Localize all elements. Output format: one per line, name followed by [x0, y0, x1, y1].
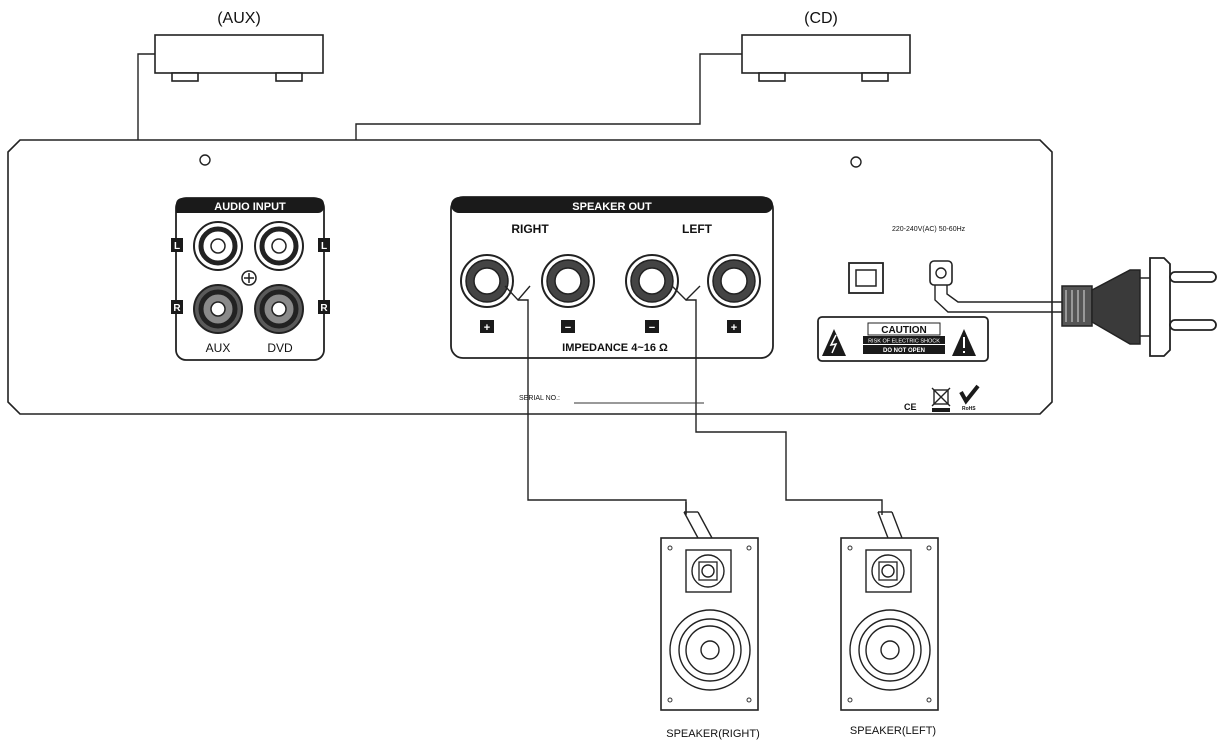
- aux-left-jack[interactable]: [193, 221, 243, 271]
- caution-title: CAUTION: [881, 325, 927, 336]
- cd-device-label: (CD): [804, 10, 838, 27]
- rohs-mark: RoHS: [962, 406, 976, 412]
- right-positive-terminal[interactable]: [460, 254, 514, 308]
- left-marker-aux: L: [174, 241, 180, 252]
- right-marker-aux: R: [173, 303, 181, 314]
- right-woofer-icon: [669, 609, 751, 691]
- dvd-input-label: DVD: [267, 341, 293, 355]
- right-tweeter-icon: [685, 549, 732, 593]
- left-plus-marker: +: [731, 322, 737, 334]
- dvd-right-jack[interactable]: [254, 284, 304, 334]
- audio-input-title: AUDIO INPUT: [214, 201, 286, 213]
- right-marker-dvd: R: [320, 303, 328, 314]
- left-tweeter-icon: [865, 549, 912, 593]
- serial-number-area: SERIAL NO.:: [519, 395, 704, 404]
- left-negative-terminal[interactable]: [625, 254, 679, 308]
- speaker-right-label: RIGHT: [511, 222, 549, 236]
- power-plug-icon: [1061, 257, 1217, 357]
- impedance-label: IMPEDANCE 4~16 Ω: [562, 342, 668, 354]
- right-minus-marker: −: [565, 322, 571, 334]
- speaker-left-label: LEFT: [682, 222, 713, 236]
- speaker-out-block: SPEAKER OUT RIGHT LEFT + − −: [450, 196, 774, 359]
- exclamation-warning-icon: [952, 329, 976, 356]
- right-speaker-label: SPEAKER(RIGHT): [666, 728, 760, 740]
- right-negative-terminal[interactable]: [541, 254, 595, 308]
- rohs-check-icon: [959, 384, 980, 405]
- electric-shock-warning-icon: [822, 329, 846, 356]
- power-area: 220-240V(AC) 50-60Hz: [848, 226, 1217, 357]
- aux-device-label: (AUX): [217, 10, 261, 27]
- certification-marks: CE RoHS: [904, 384, 980, 412]
- weee-bin-icon: [931, 387, 951, 412]
- left-speaker-label: SPEAKER(LEFT): [850, 725, 936, 737]
- power-cord-socket: [929, 260, 953, 286]
- left-minus-marker: −: [649, 322, 655, 334]
- aux-device: (AUX): [154, 10, 324, 82]
- left-woofer-icon: [849, 609, 931, 691]
- serial-label: SERIAL NO.:: [519, 395, 560, 402]
- audio-input-block: AUDIO INPUT L L R R: [171, 197, 330, 361]
- speaker-wires: [504, 285, 903, 539]
- left-marker-dvd: L: [321, 241, 327, 252]
- ce-mark: CE: [904, 402, 917, 412]
- power-switch[interactable]: [848, 262, 884, 294]
- left-positive-terminal[interactable]: [707, 254, 761, 308]
- dvd-left-jack[interactable]: [254, 221, 304, 271]
- caution-label: CAUTION RISK OF ELECTRIC SHOCK DO NOT OP…: [817, 316, 989, 362]
- cd-device: (CD): [741, 10, 911, 82]
- caution-line1: RISK OF ELECTRIC SHOCK: [868, 339, 940, 345]
- speaker-out-title: SPEAKER OUT: [572, 201, 652, 213]
- right-plus-marker: +: [484, 322, 490, 334]
- ground-screw-icon: [241, 270, 257, 286]
- caution-line2: DO NOT OPEN: [883, 348, 925, 354]
- power-rating: 220-240V(AC) 50-60Hz: [892, 226, 966, 233]
- left-speaker: SPEAKER(LEFT): [840, 537, 939, 737]
- aux-right-jack[interactable]: [193, 284, 243, 334]
- aux-input-label: AUX: [206, 341, 231, 355]
- right-speaker: SPEAKER(RIGHT): [660, 537, 760, 740]
